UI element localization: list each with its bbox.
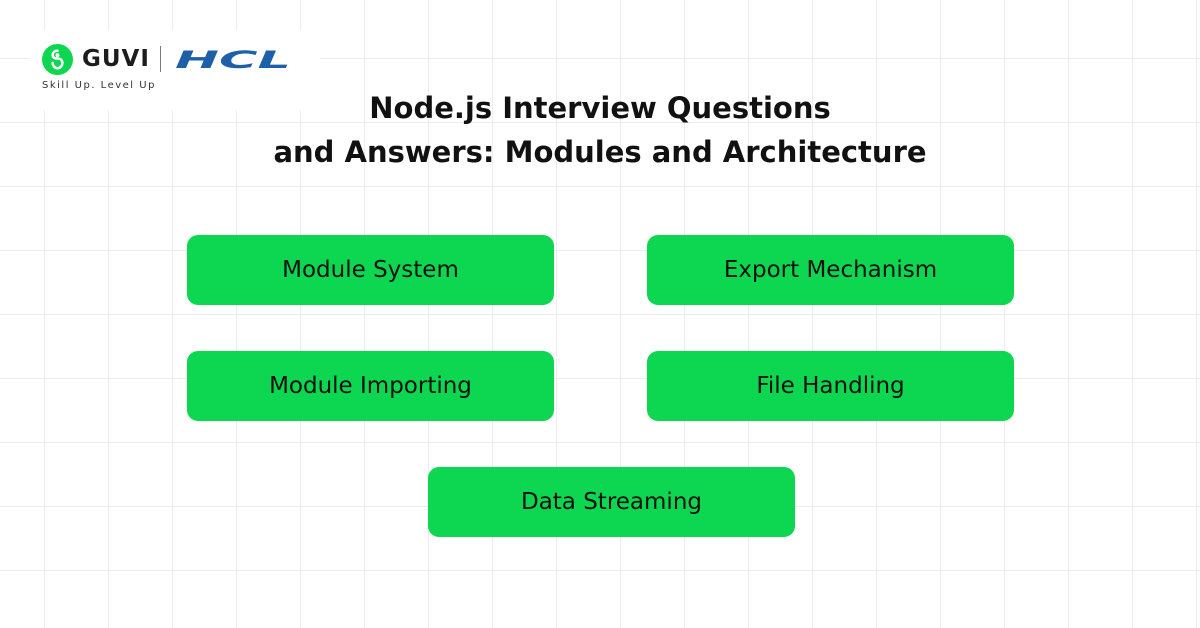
title-line-2: and Answers: Modules and Architecture <box>273 135 927 169</box>
brand-tagline: Skill Up. Level Up <box>42 80 156 91</box>
topic-file-handling: File Handling <box>647 351 1014 421</box>
guvi-logo-icon <box>42 43 73 75</box>
page-title: Node.js Interview Questions and Answers:… <box>200 86 1000 174</box>
guvi-wordmark: GUVI <box>82 46 150 72</box>
hcl-logo: HCL <box>175 47 291 71</box>
brand-logo: GUVI HCL Skill Up. Level Up <box>30 30 320 110</box>
topic-data-streaming: Data Streaming <box>428 467 795 537</box>
logo-divider <box>159 46 161 72</box>
topic-export-mechanism: Export Mechanism <box>647 235 1014 305</box>
svg-text:HCL: HCL <box>175 47 291 71</box>
logo-row: GUVI HCL <box>42 42 295 76</box>
topic-module-system: Module System <box>187 235 554 305</box>
title-line-1: Node.js Interview Questions <box>369 91 831 125</box>
topic-module-importing: Module Importing <box>187 351 554 421</box>
